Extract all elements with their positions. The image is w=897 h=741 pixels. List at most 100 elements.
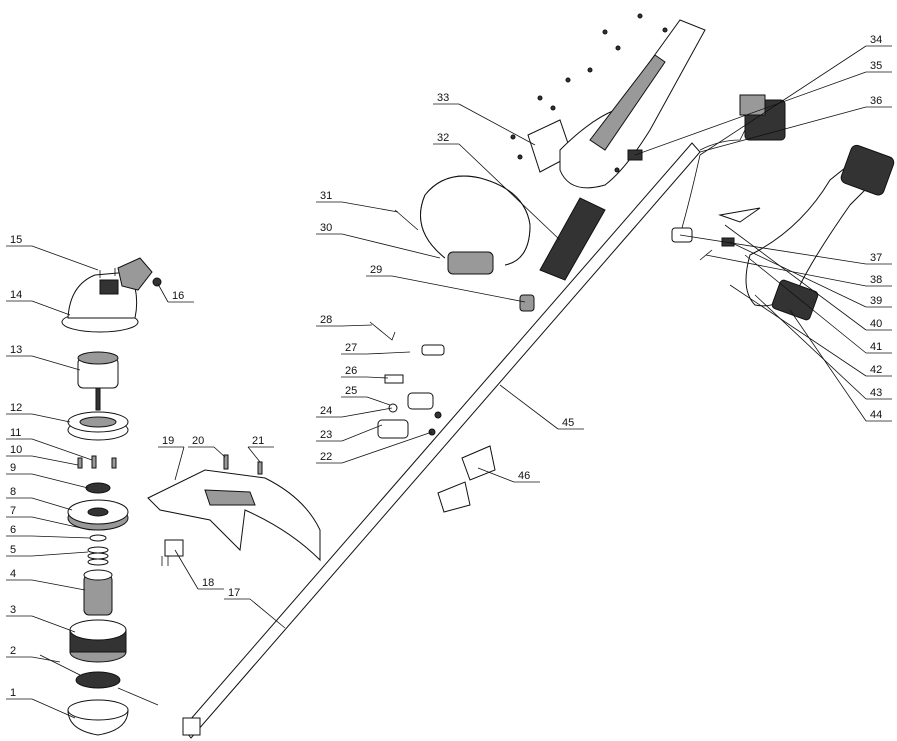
callout-26: 26 bbox=[341, 365, 389, 379]
leader-line bbox=[31, 698, 76, 719]
part-number-label: 26 bbox=[345, 365, 357, 377]
part-number-label: 40 bbox=[870, 318, 882, 330]
leader-line bbox=[31, 455, 79, 466]
part-number-label: 35 bbox=[870, 60, 882, 72]
leader-line bbox=[499, 384, 559, 430]
callout-42: 42 bbox=[729, 284, 892, 377]
callout-44: 44 bbox=[789, 309, 892, 422]
leader-line bbox=[31, 300, 71, 316]
part-number-label: 39 bbox=[870, 295, 882, 307]
callout-28: 28 bbox=[316, 314, 373, 327]
leader-line bbox=[341, 431, 433, 464]
part-number-label: 22 bbox=[320, 451, 332, 463]
leader-line bbox=[477, 467, 515, 483]
leader-line bbox=[366, 376, 389, 379]
part-number-label: 5 bbox=[10, 544, 16, 556]
leader-line bbox=[754, 294, 867, 400]
callout-5: 5 bbox=[6, 544, 89, 557]
leader-line bbox=[213, 446, 226, 458]
callout-23: 23 bbox=[316, 424, 383, 442]
leader-line bbox=[31, 551, 89, 557]
part-number-label: 6 bbox=[10, 524, 16, 536]
part-number-label: 19 bbox=[162, 435, 174, 447]
leader-line bbox=[174, 549, 199, 590]
callout-22: 22 bbox=[316, 431, 433, 464]
part-number-label: 16 bbox=[172, 290, 184, 302]
leader-line bbox=[31, 656, 61, 663]
leader-line bbox=[458, 143, 561, 241]
part-hex-key bbox=[369, 321, 396, 341]
part-auxiliary-handle bbox=[394, 175, 535, 312]
leader-line bbox=[31, 473, 89, 489]
callout-9: 9 bbox=[6, 462, 89, 489]
part-number-label: 13 bbox=[10, 344, 22, 356]
callout-13: 13 bbox=[6, 344, 81, 371]
part-number-label: 31 bbox=[320, 190, 332, 202]
callout-1: 1 bbox=[6, 687, 76, 719]
part-number-label: 38 bbox=[870, 274, 882, 286]
part-number-label: 32 bbox=[437, 132, 449, 144]
callout-31: 31 bbox=[316, 190, 399, 213]
callout-20: 20 bbox=[188, 435, 226, 458]
part-number-label: 24 bbox=[320, 405, 332, 417]
leader-line bbox=[699, 106, 867, 153]
callout-4: 4 bbox=[6, 568, 86, 591]
part-motor-housing bbox=[61, 257, 162, 333]
leader-line bbox=[458, 103, 536, 146]
part-number-label: 33 bbox=[437, 92, 449, 104]
part-number-label: 2 bbox=[10, 645, 16, 657]
part-number-label: 44 bbox=[870, 409, 882, 421]
callout-7: 7 bbox=[6, 505, 91, 531]
leader-line bbox=[247, 446, 261, 463]
leader-line bbox=[724, 224, 867, 331]
leader-line bbox=[729, 284, 867, 377]
leader-line bbox=[634, 71, 867, 156]
callout-17: 17 bbox=[224, 587, 286, 629]
part-wiring bbox=[679, 94, 786, 236]
callout-16: 16 bbox=[157, 283, 194, 303]
callout-12: 12 bbox=[6, 402, 71, 423]
part-number-label: 1 bbox=[10, 687, 16, 699]
leader-line bbox=[341, 407, 393, 418]
leader-line bbox=[31, 245, 99, 271]
leader-line bbox=[31, 579, 86, 591]
leader-line bbox=[341, 233, 441, 259]
part-number-label: 11 bbox=[10, 427, 21, 439]
part-screws bbox=[77, 455, 117, 469]
part-bearing bbox=[85, 482, 111, 494]
callout-18: 18 bbox=[174, 549, 224, 590]
part-guard bbox=[147, 469, 321, 566]
part-number-label: 36 bbox=[870, 95, 882, 107]
part-number-label: 8 bbox=[10, 486, 16, 498]
callout-46: 46 bbox=[477, 467, 540, 483]
leader-line bbox=[366, 351, 411, 355]
part-number-label: 25 bbox=[345, 385, 357, 397]
leader-line bbox=[699, 45, 867, 156]
callout-19: 19 bbox=[158, 435, 185, 481]
callout-43: 43 bbox=[754, 294, 892, 400]
part-number-label: 43 bbox=[870, 387, 882, 399]
callout-41: 41 bbox=[744, 254, 892, 354]
callout-27: 27 bbox=[341, 342, 411, 355]
leader-line bbox=[31, 355, 81, 371]
leader-line bbox=[744, 254, 867, 354]
callout-32: 32 bbox=[433, 132, 561, 241]
callout-2: 2 bbox=[6, 645, 61, 663]
leader-line bbox=[341, 324, 373, 327]
part-number-label: 3 bbox=[10, 604, 16, 616]
part-number-label: 14 bbox=[10, 289, 22, 301]
part-number-label: 21 bbox=[252, 435, 264, 447]
callout-6: 6 bbox=[6, 524, 91, 539]
callout-10: 10 bbox=[6, 444, 79, 466]
leader-line bbox=[157, 283, 169, 303]
part-number-label: 29 bbox=[370, 264, 382, 276]
callout-36: 36 bbox=[699, 95, 892, 153]
callout-35: 35 bbox=[634, 60, 892, 156]
part-spool bbox=[69, 619, 127, 663]
leader-line bbox=[31, 497, 73, 511]
callout-30: 30 bbox=[316, 222, 441, 259]
part-number-label: 7 bbox=[10, 505, 16, 517]
part-number-label: 30 bbox=[320, 222, 332, 234]
part-number-label: 42 bbox=[870, 364, 882, 376]
